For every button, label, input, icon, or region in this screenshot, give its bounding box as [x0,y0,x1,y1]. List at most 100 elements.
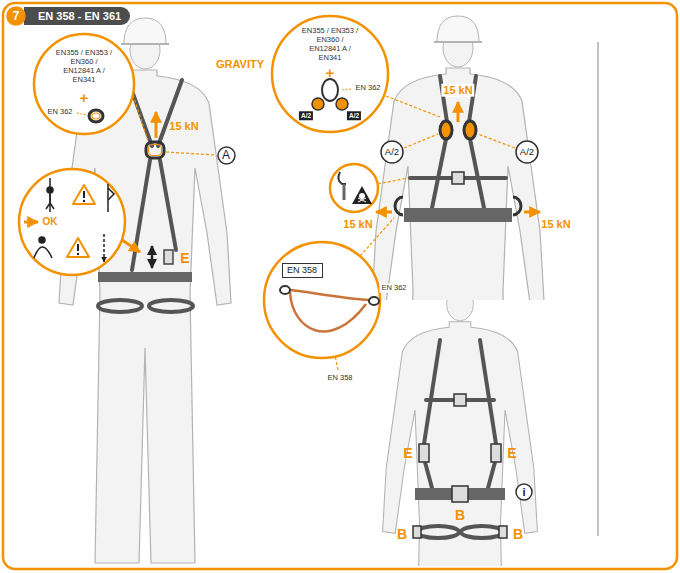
leader-line [478,134,515,148]
zoom-circle [19,169,125,275]
person-back [59,18,231,563]
leg-buckle [499,526,507,538]
buckle-letter: B [455,508,465,522]
climber-head [39,237,45,243]
pointer-arrow [122,240,140,252]
lanyard [290,290,370,300]
standard-box: EN 358 [282,263,323,278]
front-straps [410,76,506,208]
zoom-circle [272,16,388,132]
buckle-letter: E [507,446,516,460]
front-figure [372,16,544,300]
d-ring [89,110,103,122]
ring-half [336,98,348,110]
chest-ring [440,121,452,139]
anchor-letter: A/2 [515,140,539,164]
back-strap [132,160,150,270]
leg-loop [149,300,193,312]
strap [343,184,346,200]
chest-ring [464,121,476,139]
lower-straps [417,340,503,538]
zoom-circle [264,242,380,358]
leader-line [133,95,148,141]
force-arrow [457,102,460,122]
standard-list: EN355 / EN353 / EN360 / EN12841 A / EN34… [54,48,114,84]
front-strap [488,462,495,488]
chest-buckle [454,394,466,406]
adjust-arrow [151,246,154,268]
node-circle [218,147,235,164]
leg-loop [417,526,459,538]
anchor-tag: A/2 [299,111,313,120]
shoulder-strap [158,80,182,146]
exclamation-dot [77,253,79,255]
node-text: A [222,149,230,161]
back-strap [160,160,176,250]
warning-triangle [73,185,95,204]
connector-label: EN 362 [47,108,72,117]
climber-body [46,194,54,209]
d-ring-highlight [92,113,100,119]
zoom-circle [34,34,134,134]
node-circle [516,484,532,500]
front-strap [470,139,484,208]
side-d-ring [513,197,521,215]
standard-label: EN 358 [325,374,354,383]
node-text: A/2 [385,147,399,157]
force-label: 15 kN [541,218,570,231]
exclamation [83,191,85,198]
fall-arrow [103,234,105,262]
exclamation-dot [83,200,85,202]
ring-half [312,98,324,110]
triangle [73,185,95,204]
buckle-letter: E [403,446,412,460]
standard-list: EN355 / EN353 / EN360 / EN12841 A / EN34… [300,26,360,62]
climber-head [47,187,53,193]
node-circle [381,141,403,163]
node-circle [7,7,25,25]
anchor-tag: A/2 [347,111,361,120]
person-front [383,300,538,566]
anchor-letter: A [217,146,236,165]
leader-line [404,134,438,148]
buckle-letter: B [397,527,407,541]
leader-line [341,89,351,90]
force-arrow [376,211,392,214]
force-arrow [155,112,158,138]
connector-label: EN 362 [379,284,408,293]
front-figure-lower [383,300,538,566]
node-text: A/2 [520,147,534,157]
danger-triangle [352,186,372,204]
ok-label: OK [43,216,58,228]
hook [338,172,346,184]
connector-label: EN 362 [355,84,380,93]
warning-circle [330,164,378,212]
shoulder-strap [480,340,496,444]
leader-line [77,113,87,115]
leg-loop [461,526,503,538]
plus-sign: + [326,65,335,80]
lanyard [290,292,366,331]
use-icons [34,178,114,262]
side-d-ring [395,197,403,215]
back-figure [59,18,231,563]
person-front [372,16,544,300]
frame-border [3,3,677,569]
node-circle [516,141,538,163]
snap-hook [369,297,379,305]
section-title: EN 358 - EN 361 [24,7,130,25]
chest-buckle [452,172,464,184]
ok-arrow [24,221,38,224]
leader-line [166,152,215,155]
info-symbol: i [515,483,533,501]
buckle [491,444,501,462]
force-label: 15 kN [169,120,198,133]
triangle [67,238,89,257]
lanyard-hook [280,286,290,294]
leader-line [386,96,440,117]
danger-icon [338,172,372,204]
buckle [419,444,429,462]
